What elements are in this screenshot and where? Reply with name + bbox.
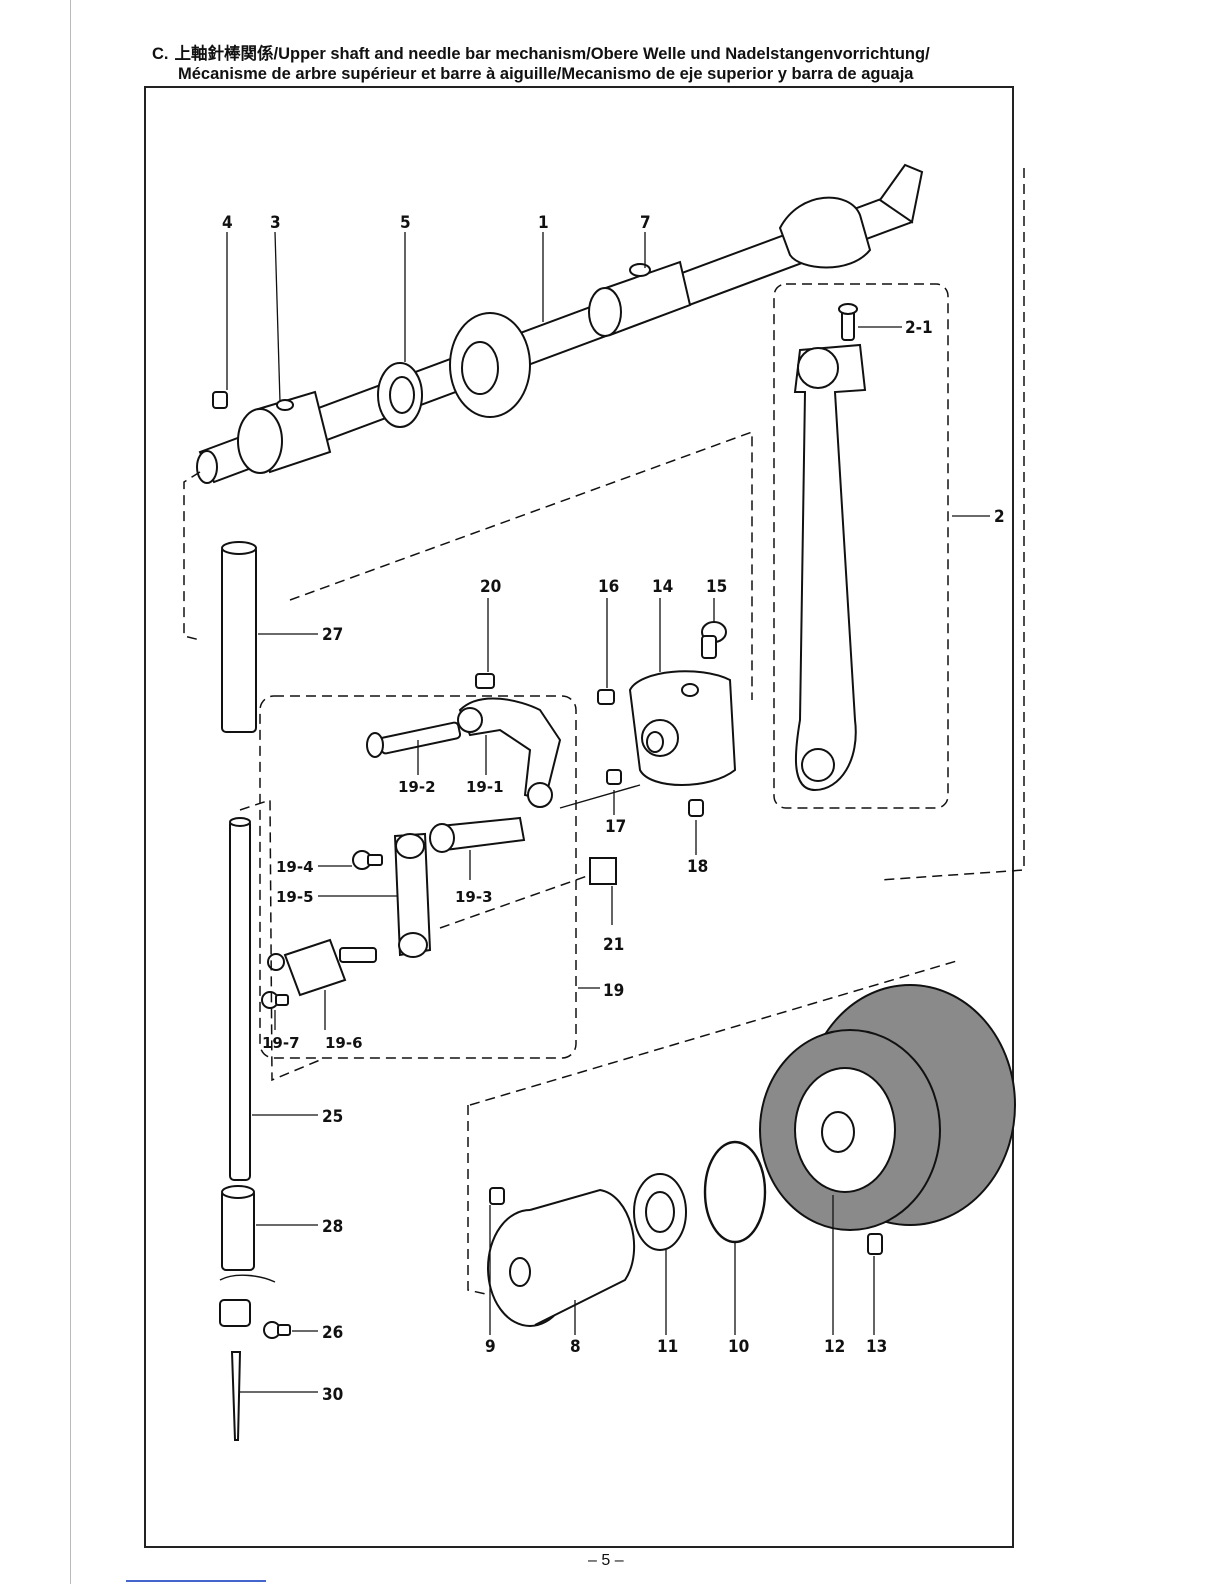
- crank-rod-2: [774, 284, 948, 808]
- label-12: 12: [824, 1337, 845, 1357]
- needle-bar-25: [230, 818, 250, 1180]
- label-5: 5: [400, 213, 411, 233]
- label-20: 20: [480, 577, 501, 597]
- label-19-2: 19-2: [398, 778, 436, 796]
- link-19-3: [430, 818, 524, 852]
- set-screw-20: [476, 674, 494, 688]
- label-19-1: 19-1: [466, 778, 504, 796]
- clamp-19-6: [268, 940, 376, 995]
- label-17: 17: [605, 817, 626, 837]
- needle-30: [232, 1352, 240, 1440]
- label-11: 11: [657, 1337, 678, 1357]
- bushing-28: [222, 1186, 254, 1270]
- pulley-12: [760, 985, 1015, 1230]
- bushing-27: [222, 542, 256, 732]
- label-19-7: 19-7: [262, 1034, 300, 1052]
- label-19-3: 19-3: [455, 888, 493, 906]
- needle-clamp-parts: [220, 1275, 275, 1326]
- label-2: 2: [994, 507, 1005, 527]
- link-19-5: [395, 834, 430, 957]
- pulley-hub-8: [488, 1190, 634, 1326]
- bearing-11: [634, 1174, 686, 1250]
- set-screw-16: [598, 690, 614, 704]
- pin-19-2: [367, 722, 461, 757]
- set-screw-17: [607, 770, 621, 784]
- label-19-4: 19-4: [276, 858, 314, 876]
- shaft-flange: [450, 313, 530, 417]
- label-16: 16: [598, 577, 619, 597]
- retaining-ring-10: [705, 1142, 765, 1242]
- footer-link-underline[interactable]: [126, 1580, 266, 1582]
- label-19: 19: [603, 981, 624, 1001]
- label-14: 14: [652, 577, 673, 597]
- label-30: 30: [322, 1385, 343, 1405]
- set-screw-4: [213, 392, 227, 408]
- label-18: 18: [687, 857, 708, 877]
- label-28: 28: [322, 1217, 343, 1237]
- label-1: 1: [538, 213, 549, 233]
- label-19-5: 19-5: [276, 888, 314, 906]
- screw-15: [702, 622, 726, 658]
- label-26: 26: [322, 1323, 343, 1343]
- shaft-bushing-5: [378, 363, 422, 427]
- label-25: 25: [322, 1107, 343, 1127]
- label-7: 7: [640, 213, 651, 233]
- label-13: 13: [866, 1337, 887, 1357]
- label-15: 15: [706, 577, 727, 597]
- label-21: 21: [603, 935, 624, 955]
- label-19-6: 19-6: [325, 1034, 363, 1052]
- label-10: 10: [728, 1337, 749, 1357]
- set-screw-18: [689, 800, 703, 816]
- label-3: 3: [270, 213, 281, 233]
- shaft-collar-3: [238, 392, 330, 473]
- label-8: 8: [570, 1337, 581, 1357]
- label-2-1: 2-1: [905, 318, 933, 338]
- page-number: – 5 –: [588, 1552, 624, 1570]
- label-4: 4: [222, 213, 233, 233]
- screw-19-4: [353, 851, 382, 869]
- label-9: 9: [485, 1337, 496, 1357]
- set-screw-9: [490, 1188, 504, 1204]
- set-screw-13: [868, 1234, 882, 1254]
- needle-bar-crank-14: [630, 671, 735, 785]
- screw-19-7: [262, 992, 288, 1008]
- block-21: [590, 858, 616, 884]
- screw-26: [264, 1322, 290, 1338]
- label-27: 27: [322, 625, 343, 645]
